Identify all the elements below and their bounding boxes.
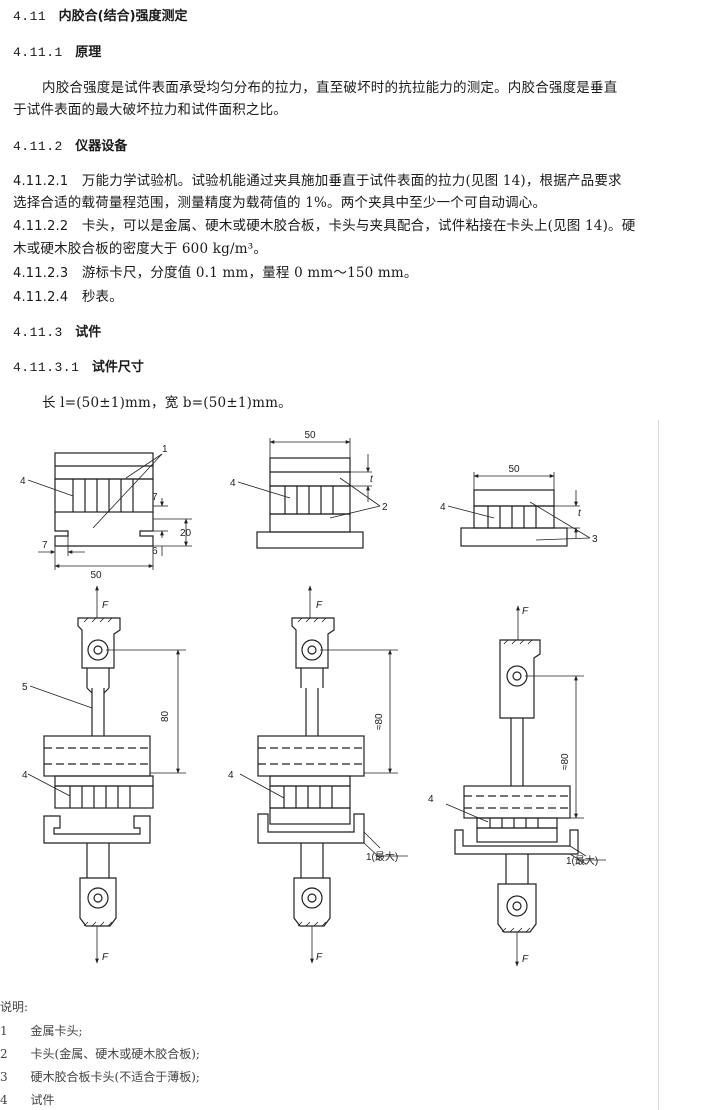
item-text: 秒表。: [81, 289, 123, 305]
dim-50-b: 50: [304, 430, 316, 441]
item-4-11-2-3: 4.11.2.3 游标卡尺，分度值 0.1 mm，量程 0 mm～150 mm。: [13, 264, 418, 283]
legend-item: 2 卡头(金属、硬木或硬木胶合板);: [0, 1045, 200, 1063]
legend-text: 金属卡头;: [30, 1024, 83, 1038]
legend-item: 4 试件: [0, 1091, 55, 1109]
heading-number: 4.11.1: [13, 45, 63, 60]
item-4-11-2-2-line-1: 4.11.2.2 卡头，可以是金属、硬木或硬木胶合板，卡头与夹具配合，试件粘接在…: [13, 217, 635, 236]
heading-number: 4.11: [13, 9, 47, 24]
label-4-f: 4: [428, 794, 434, 805]
dim-20: 20: [180, 528, 192, 539]
dim-approx-80-a: ≈80: [374, 713, 385, 730]
assembly-plywood-holder: [445, 605, 606, 967]
label-1: 1: [162, 444, 168, 455]
heading-title: 仪器设备: [75, 139, 128, 154]
label-3: 3: [592, 534, 598, 545]
top-view-plywood-holder: [447, 472, 591, 547]
principle-line-2: 于试件表面的最大破坏拉力和试件面积之比。: [13, 102, 287, 118]
principle-line-1: 内胶合强度是试件表面承受均匀分布的拉力，直至破坏时的抗拉能力的测定。内胶合强度是…: [42, 80, 618, 96]
item-text: 万能力学试验机。试验机能通过夹具施加垂直于试件表面的拉力(见图 14)，根据产品…: [81, 173, 622, 189]
dim-7-b: 7: [152, 492, 158, 503]
legend-num: 2: [0, 1047, 8, 1061]
dim-50-c: 50: [508, 464, 520, 475]
assembly-holder-2: [239, 585, 408, 964]
top-view-metal-holder: [27, 452, 192, 570]
heading-4-11-3: 4.11.3 试件: [13, 324, 101, 342]
label-4-a: 4: [20, 476, 26, 487]
dim-50-a: 50: [90, 570, 102, 581]
heading-number: 4.11.3: [13, 325, 63, 340]
heading-number: 4.11.3.1: [13, 360, 80, 375]
max-gap-a: 1(最大): [366, 850, 398, 863]
legend-item: 1 金属卡头;: [0, 1022, 83, 1040]
dim-approx-80-b: ≈80: [560, 753, 571, 770]
force-label-1-bottom: F: [102, 952, 109, 963]
force-label-2-bottom: F: [316, 952, 323, 963]
item-text: 卡头，可以是金属、硬木或硬木胶合板，卡头与夹具配合，试件粘接在卡头上(见图 14…: [81, 218, 636, 234]
legend-title: 说明:: [0, 1000, 29, 1014]
figure-14-drawing: 1 4 50 7 7 20 6 50 4 2 t 50 4 3 t F 5 4 …: [20, 430, 606, 967]
item-number: 4.11.2.3: [13, 266, 69, 281]
label-4-b: 4: [230, 478, 236, 489]
heading-4-11-1: 4.11.1 原理: [13, 44, 101, 62]
legend-item: 3 硬木胶合板卡头(不适合于薄板);: [0, 1068, 200, 1086]
item-4-11-2-4: 4.11.2.4 秒表。: [13, 288, 123, 307]
page-edge-line: [658, 420, 659, 1110]
legend-num: 1: [0, 1024, 8, 1038]
legend-text: 卡头(金属、硬木或硬木胶合板);: [30, 1047, 200, 1061]
legend-text: 试件: [30, 1093, 55, 1107]
heading-4-11: 4.11 内胶合(结合)强度测定: [13, 8, 188, 26]
heading-title: 原理: [75, 45, 102, 60]
label-4-e: 4: [228, 770, 234, 781]
item-4-11-2-1-line-1: 4.11.2.1 万能力学试验机。试验机能通过夹具施加垂直于试件表面的拉力(见图…: [13, 172, 622, 191]
label-4-c: 4: [440, 502, 446, 513]
legend-num: 3: [0, 1070, 8, 1084]
force-label-3-bottom: F: [522, 954, 529, 965]
force-label-2-top: F: [316, 600, 323, 611]
legend-text: 硬木胶合板卡头(不适合于薄板);: [30, 1070, 200, 1084]
item-number: 4.11.2.2: [13, 219, 69, 234]
dim-6: 6: [152, 546, 158, 557]
label-4-d: 4: [22, 770, 28, 781]
force-label-1-top: F: [102, 600, 109, 611]
max-gap-b: 1(最大): [566, 854, 598, 867]
dim-t-a: t: [370, 474, 374, 485]
dim-t-b: t: [578, 508, 582, 519]
specimen-size-line: 长 l=(50±1)mm，宽 b=(50±1)mm。: [42, 395, 292, 411]
label-2: 2: [382, 502, 388, 513]
item-number: 4.11.2.1: [13, 174, 69, 189]
item-4-11-2-1-line-2: 选择合适的载荷量程范围，测量精度为载荷值的 1%。两个夹具中至少一个可自动调心。: [13, 195, 547, 211]
item-number: 4.11.2.4: [13, 290, 69, 305]
heading-4-11-2: 4.11.2 仪器设备: [13, 138, 127, 156]
heading-title: 试件: [75, 325, 102, 340]
item-text: 游标卡尺，分度值 0.1 mm，量程 0 mm～150 mm。: [81, 265, 418, 281]
top-view-holder-2: [237, 438, 381, 549]
force-label-3-top: F: [522, 606, 529, 617]
heading-number: 4.11.2: [13, 139, 63, 154]
label-5: 5: [22, 682, 28, 693]
legend-num: 4: [0, 1093, 8, 1107]
heading-title: 内胶合(结合)强度测定: [58, 9, 188, 24]
dim-7-a: 7: [42, 540, 48, 551]
assembly-metal-holder: [27, 585, 186, 964]
heading-title: 试件尺寸: [91, 360, 144, 375]
item-4-11-2-2-line-2: 木或硬木胶合板的密度大于 600 kg/m³。: [13, 241, 268, 257]
heading-4-11-3-1: 4.11.3.1 试件尺寸: [13, 359, 144, 377]
dim-80: 80: [160, 710, 171, 722]
